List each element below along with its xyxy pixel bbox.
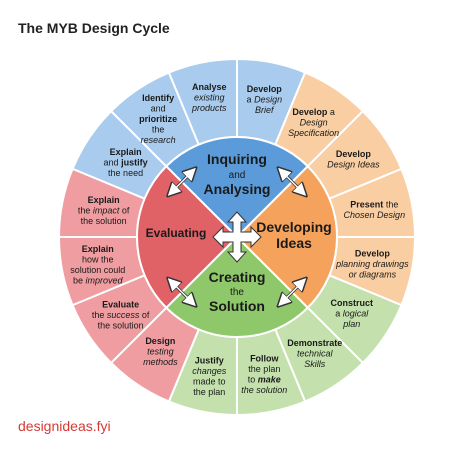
phase-arrow-highlight — [281, 171, 303, 193]
phase-arrows — [172, 172, 302, 302]
phase-arrow-highlight — [171, 281, 193, 303]
quadrant-creating — [164, 235, 310, 338]
quadrant-evaluating — [136, 164, 239, 310]
phase-arrow-highlight — [171, 171, 193, 193]
inner-quadrants — [136, 136, 338, 338]
quadrant-developing — [235, 164, 338, 310]
page-title: The MYB Design Cycle — [18, 20, 170, 36]
site-credit: designideas.fyi — [18, 418, 111, 434]
center-arrows-icon — [212, 211, 262, 263]
center-cross-arrows — [212, 211, 262, 263]
outer-ring — [57, 57, 417, 417]
phase-arrow-highlight — [281, 281, 303, 303]
quadrant-label-evaluating: Evaluating — [146, 226, 207, 240]
quadrant-inquiring — [164, 136, 310, 239]
